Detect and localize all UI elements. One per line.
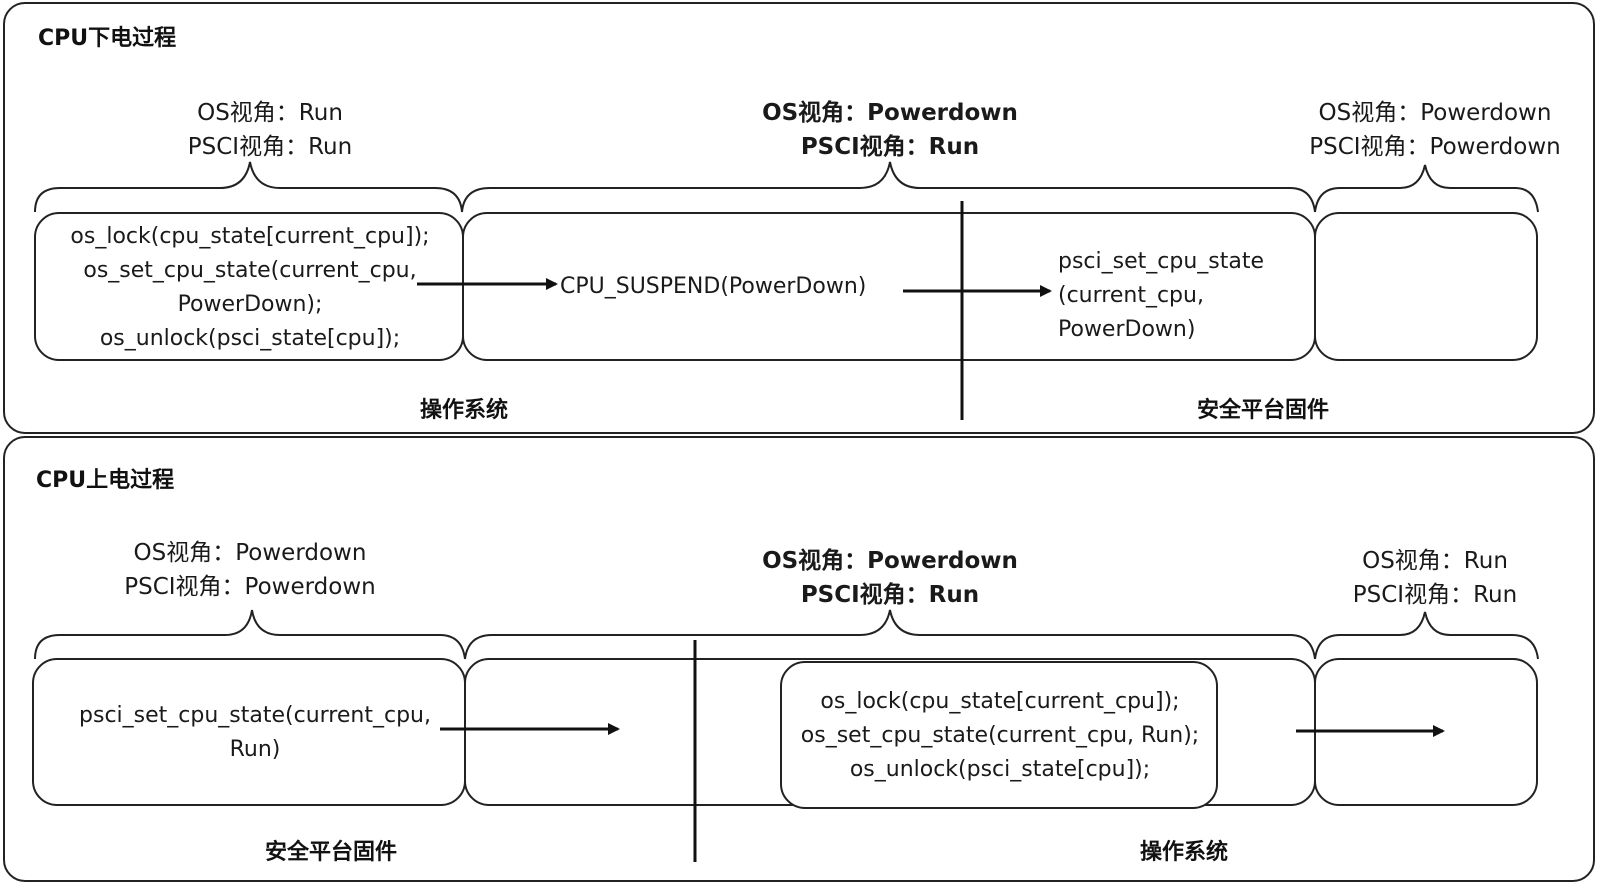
brace-os-run <box>34 161 463 213</box>
firmware-section-label-bottom: 安全平台固件 <box>265 840 398 865</box>
power-up-title: CPU上电过程 <box>36 468 175 493</box>
view-label-both-run-bottom: OS视角：Run PSCI视角：Run <box>1352 548 1518 608</box>
brace-both-run-bottom <box>1314 611 1539 660</box>
view-label-both-powerdown: OS视角：Powerdown PSCI视角：Powerdown <box>1309 100 1561 160</box>
os-lock-code: os_lock(cpu_state[current_cpu]); os_set_… <box>70 224 430 351</box>
psci-set-cpu-state-code: psci_set_cpu_state (current_cpu, PowerDo… <box>1058 249 1264 342</box>
view-label-os-powerdown-bottom: OS视角：Powerdown PSCI视角：Run <box>762 548 1018 608</box>
brace-both-powerdown <box>1314 164 1539 213</box>
firmware-section-label: 安全平台固件 <box>1197 398 1330 423</box>
os-section-label: 操作系统 <box>420 398 509 423</box>
cpu-suspend-call: CPU_SUSPEND(PowerDown) <box>560 274 867 299</box>
power-down-title: CPU下电过程 <box>38 26 177 51</box>
os-code-box-bottom <box>780 661 1218 809</box>
os-section-label-bottom: 操作系统 <box>1140 840 1229 865</box>
view-label-os-powerdown: OS视角：Powerdown PSCI视角：Run <box>762 100 1018 160</box>
psci-set-cpu-state-run-code: psci_set_cpu_state(current_cpu, Run) <box>79 703 431 762</box>
view-label-both-powerdown-bottom: OS视角：Powerdown PSCI视角：Powerdown <box>124 540 376 600</box>
power-down-panel <box>3 2 1595 434</box>
os-lock-run-code: os_lock(cpu_state[current_cpu]); os_set_… <box>800 689 1200 782</box>
brace-both-powerdown-bottom <box>34 609 466 660</box>
brace-os-powerdown-psci-run <box>461 161 1316 213</box>
final-state-box <box>1314 212 1538 361</box>
view-label-os-run: OS视角：Run PSCI视角：Run <box>187 100 353 160</box>
brace-os-powerdown-psci-run-bottom <box>464 609 1316 660</box>
